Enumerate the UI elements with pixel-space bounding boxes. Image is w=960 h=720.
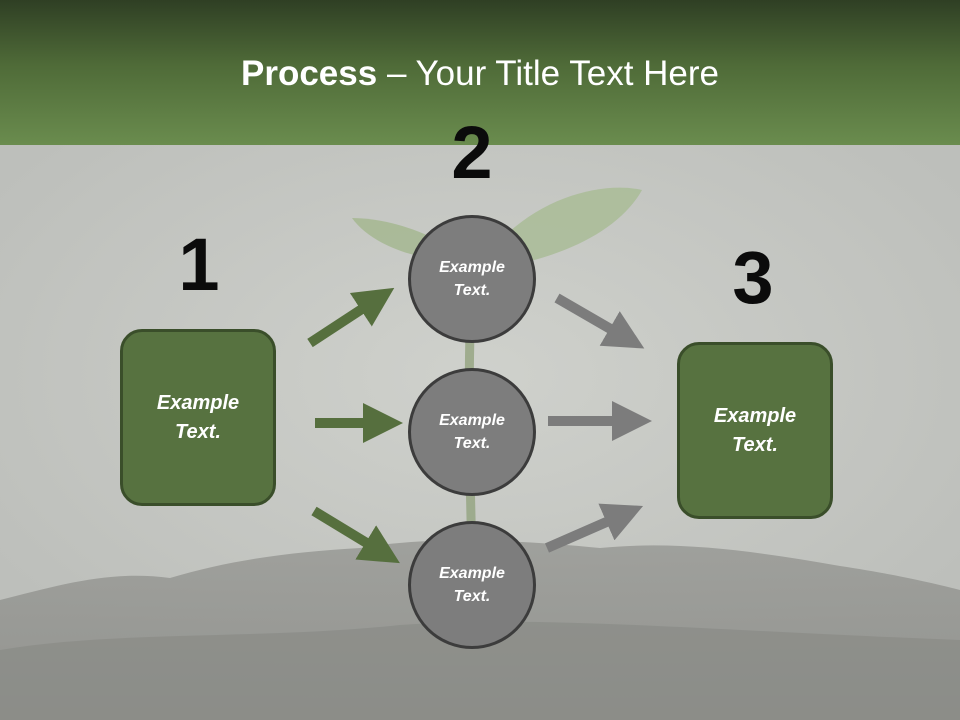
title-bar <box>0 0 960 145</box>
circle-middle: Example Text. <box>408 368 536 496</box>
circle-bottom: Example Text. <box>408 521 536 649</box>
step-number-1: 1 <box>178 223 220 306</box>
arrow-top-to-right <box>554 293 645 349</box>
slide-title: Process – Your Title Text Here <box>0 52 960 96</box>
right-box: Example Text. <box>677 342 833 519</box>
step-number-2: 2 <box>451 111 493 194</box>
arrow-bottom-to-right <box>544 503 644 553</box>
arrow-left-to-bottom <box>311 506 400 564</box>
arrow-left-to-top <box>307 287 395 348</box>
left-box-label: Example Text. <box>156 391 240 443</box>
left-box: Example Text. <box>120 329 276 506</box>
circle-bottom-label: Example Text. <box>439 565 505 605</box>
step-number-3: 3 <box>732 236 774 319</box>
circle-top-label: Example Text. <box>439 259 505 299</box>
circle-middle-label: Example Text. <box>439 412 505 452</box>
title-rest: – Your Title Text Here <box>377 54 719 93</box>
title-bold: Process <box>241 54 378 93</box>
right-box-label: Example Text. <box>713 404 797 456</box>
circle-top: Example Text. <box>408 215 536 343</box>
